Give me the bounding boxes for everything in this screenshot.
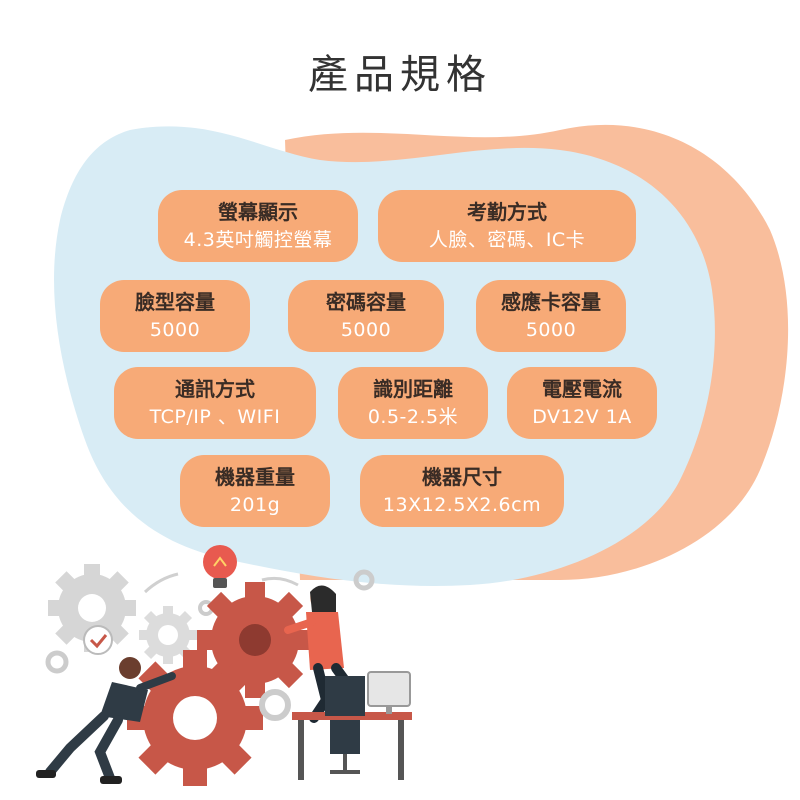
spec-label: 識別距離 [373, 377, 453, 401]
office-desk [292, 671, 412, 780]
spec-label: 通訊方式 [175, 377, 255, 401]
spec-label: 感應卡容量 [501, 290, 601, 314]
curved-arrow-icon [143, 572, 179, 594]
spec-label: 機器重量 [215, 465, 295, 489]
spec-weight: 機器重量 201g [180, 455, 330, 527]
spec-label: 考勤方式 [467, 200, 547, 224]
light-bulb-icon [203, 545, 237, 588]
grey-gear-lower-icon [259, 689, 291, 721]
spec-size: 機器尺寸 13X12.5X2.6cm [360, 455, 564, 527]
curved-arrow-icon [261, 576, 299, 587]
spec-value: DV12V 1A [532, 406, 632, 428]
spec-card-capacity: 感應卡容量 5000 [476, 280, 626, 352]
spec-label: 螢幕顯示 [218, 200, 298, 224]
spec-value: 201g [229, 494, 281, 516]
spec-label: 密碼容量 [326, 290, 406, 314]
spec-recognition-distance: 識別距離 0.5-2.5米 [338, 367, 488, 439]
page-title: 產品規格 [308, 52, 492, 98]
red-gear-bottom-icon [127, 650, 263, 786]
spec-label: 機器尺寸 [422, 465, 502, 489]
spec-value: 4.3英吋觸控螢幕 [183, 229, 333, 251]
spec-value: 5000 [525, 319, 577, 341]
spec-value: 5000 [340, 319, 392, 341]
spec-value: 13X12.5X2.6cm [382, 494, 542, 516]
red-gear-top-icon [197, 582, 313, 698]
spec-screen: 螢幕顯示 4.3英吋觸控螢幕 [158, 190, 358, 262]
grey-gear-top-icon [353, 569, 375, 591]
spec-voltage-current: 電壓電流 DV12V 1A [507, 367, 657, 439]
spec-communication: 通訊方式 TCP/IP 、WIFI [114, 367, 316, 439]
spec-value: TCP/IP 、WIFI [149, 406, 281, 428]
man-figure [36, 657, 176, 784]
spec-value: 人臉、密碼、IC卡 [428, 229, 586, 251]
spec-face-capacity: 臉型容量 5000 [100, 280, 250, 352]
spec-value: 5000 [149, 319, 201, 341]
grey-gear-small-icon [45, 650, 69, 674]
spec-label: 電壓電流 [542, 377, 622, 401]
spec-attendance: 考勤方式 人臉、密碼、IC卡 [378, 190, 636, 262]
spec-value: 0.5-2.5米 [367, 406, 459, 428]
check-bubble-icon [83, 625, 113, 655]
spec-label: 臉型容量 [135, 290, 215, 314]
spec-password-capacity: 密碼容量 5000 [288, 280, 444, 352]
